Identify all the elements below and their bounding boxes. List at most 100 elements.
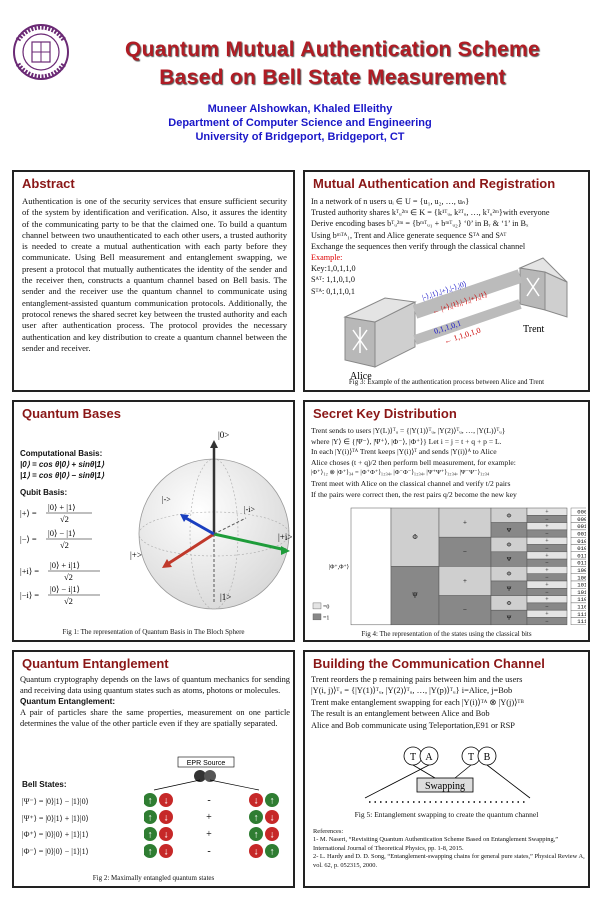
university-seal-icon (13, 24, 69, 80)
bell-states-label: Bell States: (22, 780, 67, 789)
sign-label: − (545, 561, 549, 567)
building-channel-text: Trent reorders the p remaining pairs bet… (311, 674, 588, 731)
sign-cell (526, 617, 568, 626)
plus-state-den: √2 (60, 514, 69, 524)
up-arrow-icon: ↑ (270, 796, 275, 807)
spin-left-2 (159, 793, 173, 807)
spin-right-1 (249, 810, 263, 824)
sign-label: − (545, 546, 549, 552)
poster-title: Quantum Mutual Authentication Scheme Bas… (70, 36, 595, 92)
sign-label: + (545, 597, 549, 603)
spin-right-2 (265, 844, 279, 858)
computational-basis-label: Computational Basis: (20, 449, 103, 458)
sign-label: − (545, 619, 549, 625)
spin-left-1 (144, 827, 157, 841)
bits-label: 1100 (577, 596, 586, 603)
sign-label: + (545, 583, 549, 589)
bell-operator: - (207, 795, 210, 806)
spin-right-1 (249, 827, 263, 841)
down-arrow-icon: ↓ (270, 830, 275, 841)
example-label: Example: (311, 253, 343, 263)
level3-label: Φ (507, 542, 512, 549)
down-arrow-icon: ↓ (164, 813, 169, 824)
bits-label: 1000 (577, 567, 586, 574)
quantum-bases-title: Quantum Bases (22, 406, 121, 421)
level1-label: Φ (412, 533, 417, 541)
level2-label: − (463, 606, 467, 614)
level1-cell (390, 507, 440, 567)
sign-label: + (545, 568, 549, 574)
bits-cell (570, 617, 586, 626)
department: Department of Computer Science and Engin… (168, 117, 432, 129)
abstract-text: Authentication is one of the security se… (22, 196, 287, 353)
secret-line-2: where |Υ⟩ ∈ {|Ψ⁻⟩, |Ψ⁺⟩, |Φ⁻⟩, |Φ⁺⟩} Let… (311, 436, 502, 446)
level3-label: Ψ (507, 615, 512, 622)
building-line-2: |Υ(i, j)⟩ᵀᵤ = {|Υ(1)⟩ᵀᵤ, |Υ(2)⟩ᵀᵤ, …, |Υ… (311, 686, 513, 696)
level2-cell (438, 595, 492, 626)
entanglement-desc: A pair of particles share the same prope… (20, 708, 290, 728)
quantum-channel (412, 269, 523, 319)
comp-basis-0: |0⟩ = cos θ|0⟩ + sinθ|1⟩ (20, 460, 105, 469)
bloch-sphere-diagram: |0> |1> |+> |-> |+i> |-i> (130, 430, 292, 610)
plus-vector (165, 532, 215, 567)
swapping-box (416, 777, 474, 793)
swapping-diagram: T A T B Swapping (364, 746, 531, 803)
spin-left-2 (159, 810, 173, 824)
alice-label: Alice (350, 371, 372, 382)
entanglement-intro: Quantum cryptography depends on the laws… (20, 675, 290, 695)
sign-label: + (545, 524, 549, 530)
poster-header: Quantum Mutual Authentication Scheme Bas… (0, 0, 600, 168)
table-root-cell (350, 507, 392, 626)
down-arrow-icon: ↓ (270, 813, 275, 824)
up-arrow-icon: ↑ (254, 813, 259, 824)
legend-swatch-1 (312, 613, 322, 621)
epr-particle-left (194, 770, 206, 782)
example-key: Key:1,0,1,1,0 (311, 264, 356, 274)
plus-i-state-lhs: |+i⟩ = (20, 566, 39, 576)
references-label: References: (313, 828, 344, 835)
classical-channel (413, 299, 522, 345)
sign-label: − (545, 575, 549, 581)
sign-label: + (545, 539, 549, 545)
secret-line-1: Trent sends to users |Υ(L)⟩ᵀᵤ = {|Υ(1)⟩ᵀ… (311, 426, 506, 435)
epr-particle-right (204, 770, 216, 782)
spin-right-1 (249, 793, 263, 807)
up-arrow-icon: ↑ (148, 813, 153, 824)
up-arrow-icon: ↑ (148, 847, 153, 858)
author-block: Muneer Alshowkan, Khaled Elleithy Depart… (0, 102, 600, 144)
level2-label: + (463, 577, 467, 585)
down-arrow-icon: ↓ (254, 796, 259, 807)
level2-label: + (463, 519, 467, 527)
quantum-bases-panel: Quantum Bases Computational Basis: |0⟩ =… (12, 400, 295, 642)
spin-left-2 (159, 844, 173, 858)
table-root-label: |Φ⁺,Φ⁺⟩ (329, 563, 349, 570)
mutual-auth-panel: Mutual Authentication and Registration I… (303, 170, 590, 392)
sphere-label-minus: |-> (162, 495, 171, 504)
secret-key-text: Trent sends to users |Υ(L)⟩ᵀᵤ = {|Υ(1)⟩ᵀ… (311, 426, 588, 500)
entanglement-panel: Quantum Entanglement Quantum cryptograph… (12, 650, 295, 888)
bases-formulas: Computational Basis: |0⟩ = cos θ|0⟩ + si… (20, 448, 130, 498)
mutual-auth-title: Mutual Authentication and Registration (313, 176, 556, 191)
minus-state-lhs: |−⟩ = (20, 534, 37, 544)
level2-cell (438, 566, 492, 596)
minus-i-state-den: √2 (64, 596, 73, 606)
level3-label: Φ (507, 600, 512, 607)
swapping-label: Swapping (425, 781, 465, 792)
spin-left-1 (144, 793, 157, 807)
down-arrow-icon: ↓ (164, 847, 169, 858)
secret-line-7: If the pairs were correct then, the rest… (311, 489, 517, 499)
epr-source-label: EPR Source (187, 760, 226, 767)
trent-label: Trent (523, 324, 545, 335)
legend-label-1: =1 (323, 615, 329, 621)
secret-line-5: |Φ⁺⟩₁₂ ⊗ |Φ⁺⟩₃₄ = |Φ⁺Φ⁺⟩₁₂₃₄, |Φ⁻Φ⁻⟩₁₂₃₄… (311, 469, 490, 477)
spin-right-2 (265, 810, 279, 824)
bell-states-list: |Ψ⁻⟩ = |0⟩|1⟩ − |1⟩|0⟩ |Ψ⁺⟩ = |0⟩|1⟩ + |… (22, 794, 89, 860)
sphere-label-plus: |+> (130, 550, 142, 560)
